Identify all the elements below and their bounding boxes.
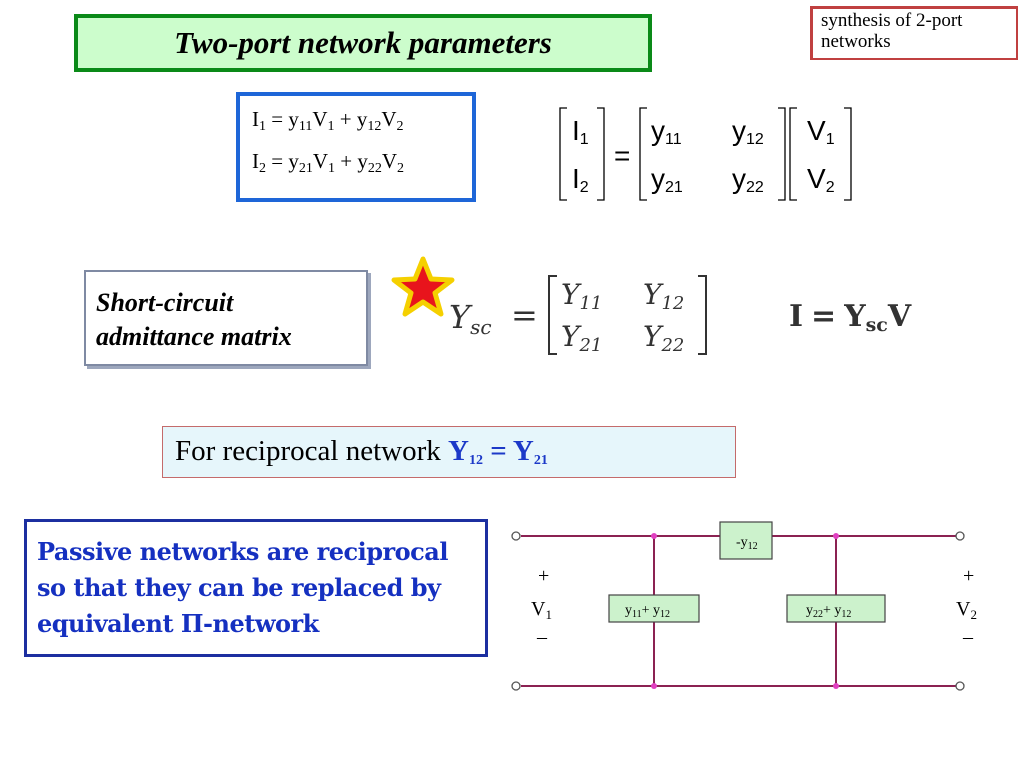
port1-minus: – <box>536 626 548 648</box>
svg-text:Y11: Y11 <box>561 278 602 314</box>
svg-text:I1: I1 <box>572 115 589 148</box>
right-shunt-box <box>786 594 886 623</box>
svg-text:y21: y21 <box>651 163 683 196</box>
svg-text:V2: V2 <box>807 163 835 196</box>
terminal-bottom-left <box>511 681 521 691</box>
star-icon <box>391 256 455 317</box>
svg-text:y12: y12 <box>732 115 764 148</box>
terminal-top-left <box>511 531 521 541</box>
slide-title-text: Two-port network parameters <box>174 25 552 60</box>
svg-text:I=YscV: I=YscV <box>789 299 912 336</box>
port1-voltage: V1 <box>531 598 552 622</box>
pi-network-circuit: -y12 y11+ y12 y22+ y12 + V1 – + V2 – <box>511 521 977 691</box>
right-shunt-label: y22+ y12 <box>806 603 851 620</box>
ysc-matrix: Ysc = Y11 Y12 Y21 Y22 <box>449 275 707 356</box>
port2-minus: – <box>962 626 974 648</box>
svg-text:y11: y11 <box>651 115 682 148</box>
reciprocal-condition-box: For reciprocal network Y12 = Y21 <box>162 426 736 478</box>
equations-box: I1 = y11V1 + y12V2 I2 = y21V1 + y22V2 <box>236 92 476 202</box>
topic-line-1: synthesis of 2-port <box>821 10 963 31</box>
svg-text:I2: I2 <box>572 163 589 196</box>
svg-text:y22: y22 <box>732 163 764 196</box>
svg-text:Y21: Y21 <box>561 320 602 356</box>
port2-plus: + <box>963 565 974 587</box>
short-circuit-line-2: admittance matrix <box>96 322 292 351</box>
svg-text:V1: V1 <box>807 115 835 148</box>
svg-text:Y22: Y22 <box>643 320 684 356</box>
passive-line-2: so that they can be replaced by <box>37 573 441 602</box>
port2-voltage: V2 <box>956 598 977 622</box>
series-admittance-box <box>719 521 773 560</box>
left-shunt-label: y11+ y12 <box>625 603 670 620</box>
node-bottom-right <box>833 683 839 689</box>
terminal-bottom-right <box>955 681 965 691</box>
slide-title: Two-port network parameters <box>74 14 652 72</box>
left-shunt-box <box>608 594 700 623</box>
passive-line-3: equivalent Π-network <box>37 609 319 638</box>
reciprocal-text: For reciprocal network <box>175 435 448 467</box>
svg-text:=: = <box>511 296 538 334</box>
port1-plus: + <box>538 565 549 587</box>
svg-text:Ysc: Ysc <box>449 298 492 339</box>
short-circuit-line-1: Short-circuit <box>96 288 234 317</box>
short-circuit-label-box: Short-circuit admittance matrix <box>84 270 368 366</box>
terminal-top-right <box>955 531 965 541</box>
topic-box: synthesis of 2-port networks <box>810 6 1018 60</box>
passive-line-1: Passive networks are reciprocal <box>37 537 448 566</box>
series-admittance-label: -y12 <box>736 535 758 552</box>
equation-line-2: I2 = y21V1 + y22V2 <box>252 149 405 176</box>
node-top-left <box>651 533 657 539</box>
topic-line-2: networks <box>821 31 891 52</box>
matrix-equation: I1 I2 = y11 y12 y21 y22 V1 V2 <box>559 107 852 201</box>
node-top-right <box>833 533 839 539</box>
svg-text:=: = <box>614 140 630 171</box>
passive-network-note: Passive networks are reciprocal so that … <box>24 519 488 657</box>
svg-text:Y12: Y12 <box>643 278 684 314</box>
reciprocal-condition: Y12 = Y21 <box>447 435 548 468</box>
admittance-relation: I=YscV <box>789 299 912 336</box>
equation-line-1: I1 = y11V1 + y12V2 <box>252 107 404 134</box>
node-bottom-left <box>651 683 657 689</box>
